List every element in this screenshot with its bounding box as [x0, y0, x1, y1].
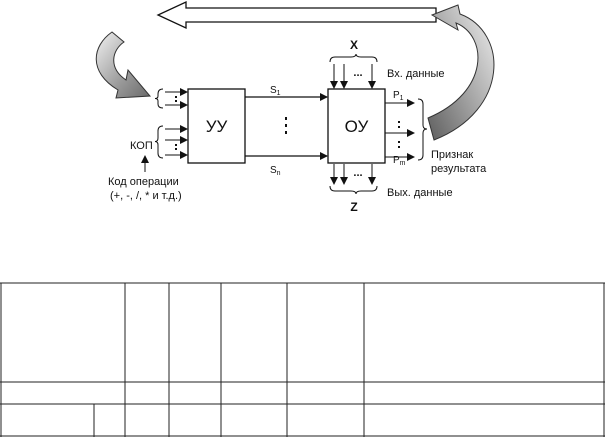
- result-sign-line2: результата: [431, 163, 487, 175]
- signal-sn-label: Sn: [270, 165, 281, 177]
- empty-table: [0, 282, 605, 437]
- uu-upper-inputs: [154, 88, 188, 109]
- input-bus-label: X: [350, 38, 358, 52]
- opcode-description-line1: Код операции: [108, 176, 179, 188]
- control-unit-label: УУ: [206, 117, 228, 136]
- input-data-arrows: [329, 53, 378, 89]
- signal-ellipsis-dots: [285, 117, 287, 134]
- operational-unit-box: [327, 88, 386, 164]
- output-data-label: Вых. данные: [387, 187, 453, 199]
- uu-opcode-inputs: [154, 125, 188, 159]
- right-curved-arrow: [427, 4, 495, 141]
- signal-s1-label: S1: [270, 85, 281, 97]
- left-curved-arrow: [95, 31, 152, 99]
- opcode-description-line2: (+, -, /, * и т.д.): [110, 190, 182, 202]
- result-pm-label: Pm: [393, 155, 406, 167]
- output-data-arrows: [329, 164, 378, 195]
- output-bus-label: Z: [350, 200, 357, 214]
- result-sign-arrows: [385, 98, 428, 161]
- control-unit-box: [187, 88, 246, 164]
- opcode-label: КОП: [130, 140, 153, 152]
- result-p1-label: P1: [393, 90, 404, 102]
- operational-unit-label: ОУ: [345, 117, 369, 136]
- feedback-arrow: [156, 0, 437, 30]
- output-ellipsis: ...: [353, 167, 362, 179]
- input-data-label: Вх. данные: [387, 68, 445, 80]
- input-ellipsis: ...: [353, 67, 362, 79]
- result-sign-line1: Признак: [431, 149, 473, 161]
